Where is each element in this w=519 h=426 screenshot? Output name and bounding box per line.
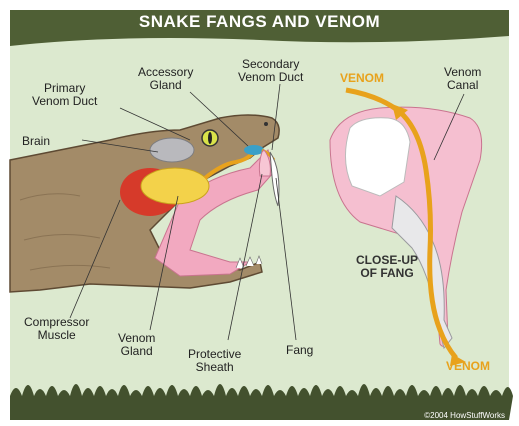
- label-venom-in: VENOM: [340, 72, 384, 85]
- label-fang: Fang: [286, 344, 313, 357]
- label-brain: Brain: [22, 135, 50, 148]
- diagram-title: SNAKE FANGS AND VENOM: [0, 12, 519, 32]
- label-closeup-caption: CLOSE-UPOF FANG: [356, 254, 418, 280]
- label-primary-venom-duct: PrimaryVenom Duct: [32, 82, 97, 108]
- copyright-credit: ©2004 HowStuffWorks: [424, 411, 505, 420]
- label-protective-sheath: ProtectiveSheath: [188, 348, 241, 374]
- accessory-gland-shape: [244, 145, 264, 155]
- label-venom-gland: VenomGland: [118, 332, 155, 358]
- label-venom-canal: VenomCanal: [444, 66, 481, 92]
- label-accessory-gland: AccessoryGland: [138, 66, 193, 92]
- brain-shape: [150, 138, 194, 162]
- label-compressor-muscle: CompressorMuscle: [24, 316, 89, 342]
- label-secondary-venom-duct: SecondaryVenom Duct: [238, 58, 303, 84]
- venom-gland-shape: [141, 168, 209, 204]
- nostril: [264, 122, 268, 126]
- closeup-bone: [345, 118, 410, 196]
- label-venom-out: VENOM: [446, 360, 490, 373]
- pupil: [208, 132, 212, 144]
